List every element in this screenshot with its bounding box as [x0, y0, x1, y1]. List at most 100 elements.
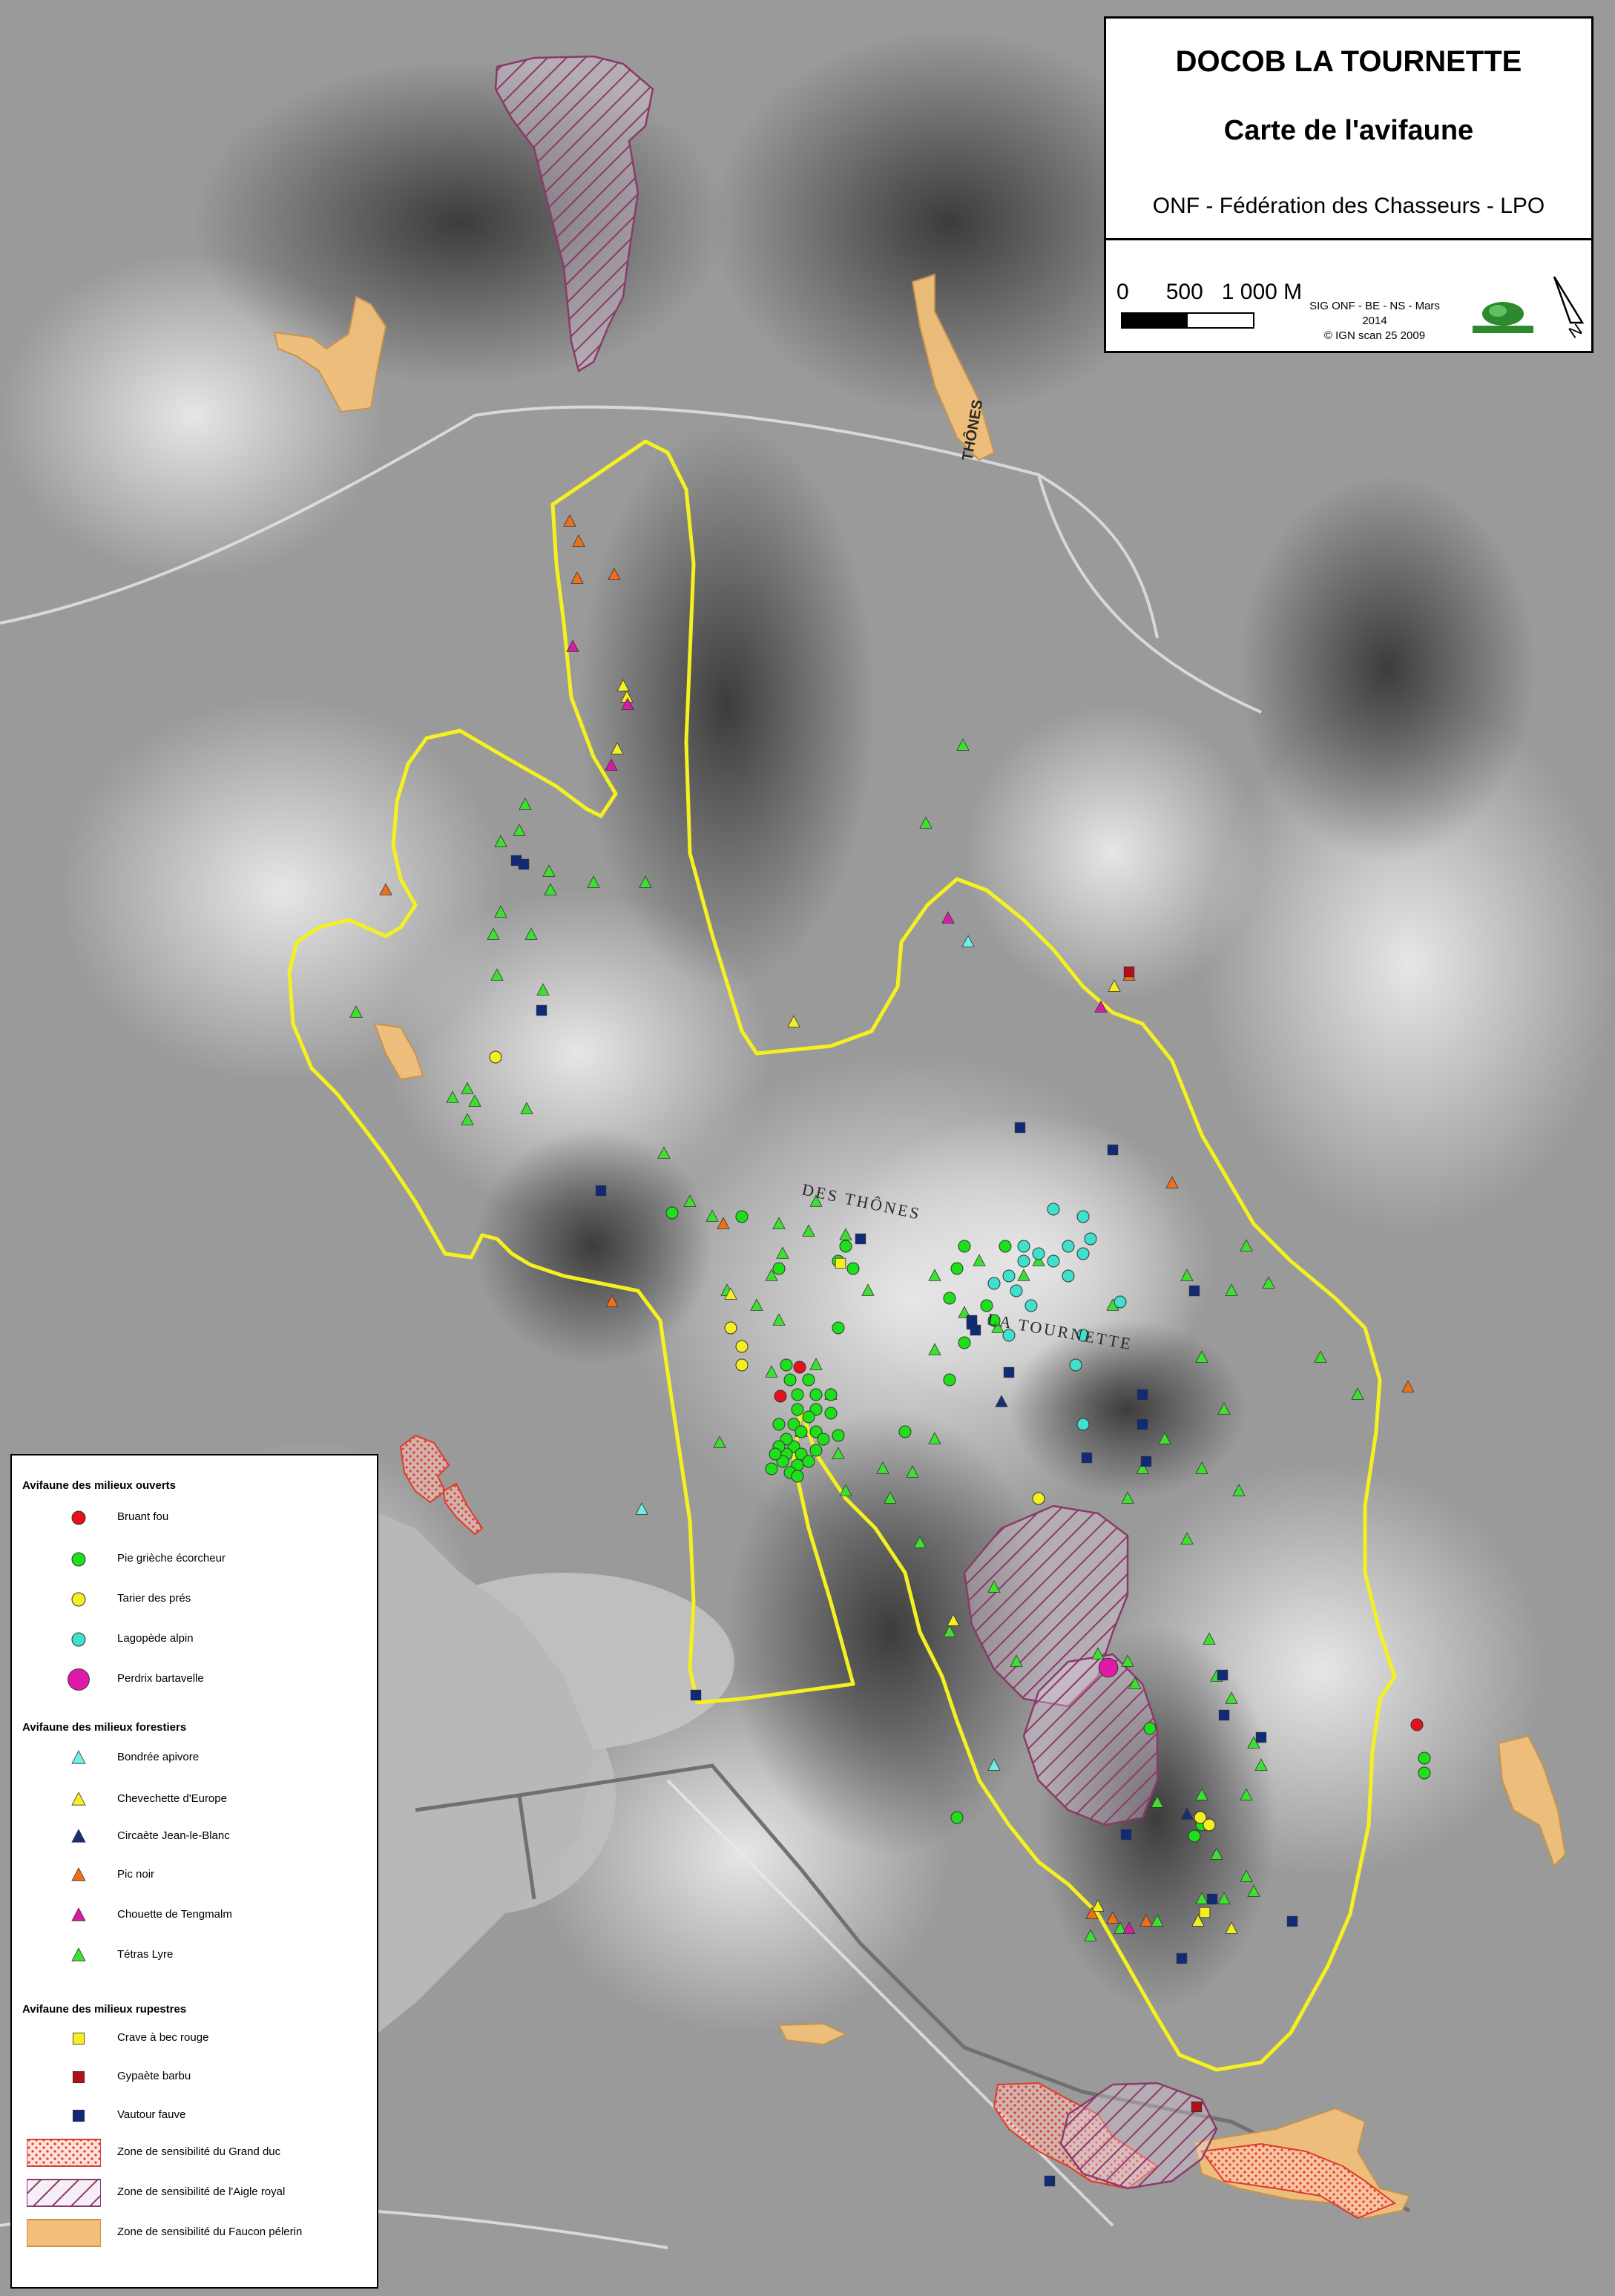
observation-marker — [518, 858, 530, 870]
observation-marker — [1255, 1731, 1267, 1743]
observation-marker — [639, 875, 652, 888]
legend-item: Chouette de Tengmalm — [12, 1901, 380, 1930]
observation-marker — [1136, 1461, 1149, 1474]
observation-marker — [793, 1361, 806, 1374]
source-line-1: SIG ONF - BE - NS - Mars 2014 — [1309, 300, 1440, 327]
legend-symbol-hatch-icon — [27, 2179, 101, 2207]
observation-marker — [824, 1407, 838, 1420]
observation-marker — [621, 697, 634, 710]
observation-marker — [906, 1465, 919, 1478]
observation-marker — [1091, 1899, 1105, 1912]
observation-marker — [379, 883, 392, 895]
scale-bar — [1121, 312, 1254, 329]
observation-marker — [1218, 1709, 1230, 1721]
observation-marker — [690, 1689, 702, 1701]
legend-item: Lagopède alpin — [12, 1625, 380, 1654]
north-arrow-icon: N — [1553, 276, 1585, 342]
observation-marker — [956, 738, 970, 751]
observation-marker — [1010, 1284, 1023, 1297]
observation-marker — [611, 742, 624, 754]
observation-marker — [987, 1314, 1001, 1327]
observation-marker — [1151, 1914, 1164, 1927]
observation-marker — [724, 1321, 737, 1335]
observation-marker — [966, 1315, 978, 1326]
legend-section-rock: Avifaune des milieux rupestres — [22, 2003, 187, 2016]
observation-marker — [835, 1257, 846, 1269]
observation-marker — [1123, 966, 1135, 978]
observation-marker — [1262, 1276, 1275, 1289]
observation-marker — [1203, 1818, 1216, 1832]
observation-marker — [809, 1388, 823, 1401]
observation-marker — [980, 1299, 993, 1312]
observation-marker — [1107, 1144, 1119, 1156]
source-credits: SIG ONF - BE - NS - Mars 2014 © IGN scan… — [1300, 299, 1449, 343]
observation-marker — [1076, 1210, 1090, 1223]
legend-item: Zone de sensibilité de l'Aigle royal — [12, 2178, 380, 2208]
observation-marker — [1120, 1829, 1132, 1841]
observation-marker — [1032, 1492, 1045, 1505]
observation-marker — [876, 1461, 889, 1474]
observation-marker — [1122, 1921, 1136, 1934]
observation-marker — [772, 1262, 786, 1275]
observation-marker — [928, 1432, 941, 1444]
observation-marker — [446, 1091, 459, 1103]
observation-marker — [1047, 1203, 1060, 1216]
observation-marker — [1014, 1122, 1026, 1134]
observation-marker — [468, 1094, 481, 1107]
observation-marker — [570, 571, 584, 584]
observation-marker — [635, 1502, 648, 1515]
observation-marker — [1401, 1380, 1415, 1392]
observation-marker — [544, 883, 557, 895]
observation-marker — [683, 1194, 697, 1207]
observation-marker — [839, 1484, 852, 1496]
observation-marker — [1188, 1285, 1200, 1297]
observation-marker — [1143, 1722, 1157, 1735]
observation-marker — [943, 1373, 956, 1387]
observation-marker — [1199, 1907, 1211, 1918]
observation-marker — [1128, 1677, 1142, 1689]
observation-marker — [490, 968, 504, 981]
legend-item: Pic noir — [12, 1861, 380, 1890]
observation-marker — [487, 927, 500, 940]
observation-marker — [536, 983, 550, 996]
observation-marker — [595, 1185, 607, 1197]
legend-item: Bruant fou — [12, 1503, 380, 1533]
observation-marker — [772, 1217, 786, 1229]
observation-marker — [1003, 1366, 1015, 1378]
observation-marker — [1195, 1788, 1208, 1800]
observation-marker — [884, 1491, 897, 1504]
legend-symbol-square-icon — [72, 2032, 85, 2045]
observation-marker — [1195, 1892, 1208, 1904]
observation-marker — [713, 1435, 726, 1448]
observation-marker — [1217, 1669, 1228, 1681]
observation-marker — [735, 1358, 749, 1372]
legend-label: Bruant fou — [117, 1510, 169, 1523]
observation-marker — [919, 816, 933, 829]
observation-marker — [1024, 1299, 1038, 1312]
observation-marker — [1217, 1402, 1231, 1415]
observation-marker — [958, 1306, 971, 1318]
legend-label: Chevechette d'Europe — [117, 1792, 227, 1805]
legend-label: Zone de sensibilité du Faucon pélerin — [117, 2226, 303, 2238]
observation-marker — [608, 568, 621, 580]
legend-symbol-circle-icon — [71, 1510, 86, 1525]
observation-marker — [1121, 1654, 1134, 1667]
title-block: DOCOB LA TOURNETTE Carte de l'avifaune O… — [1104, 16, 1593, 353]
observation-marker — [524, 927, 538, 940]
lake-annecy — [378, 1513, 593, 2033]
observation-marker — [1017, 1269, 1030, 1281]
observation-marker — [1085, 1907, 1099, 1919]
legend-label: Chouette de Tengmalm — [117, 1908, 232, 1921]
observation-marker — [958, 1336, 971, 1349]
legend-item: Crave à bec rouge — [12, 2024, 380, 2053]
observation-marker — [791, 1403, 804, 1416]
legend-label: Tarier des prés — [117, 1592, 191, 1605]
legend-label: Perdrix bartavelle — [117, 1672, 204, 1685]
observation-marker — [605, 1295, 619, 1307]
observation-marker — [928, 1269, 941, 1281]
legend-item: Tarier des prés — [12, 1585, 380, 1614]
observation-marker — [999, 1240, 1012, 1253]
observation-marker — [735, 1210, 749, 1223]
onf-logo-icon — [1473, 302, 1533, 333]
